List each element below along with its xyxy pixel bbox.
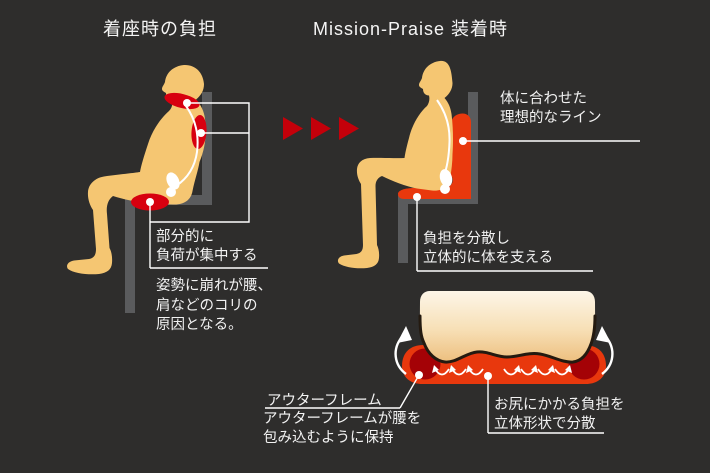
callout-load-dispersion: 負担を分散し 立体的に体を支える: [423, 230, 553, 268]
callout-load-dispersion-line2: 立体的に体を支える: [423, 250, 554, 266]
callout-load-concentration-line1: 部分的に: [156, 229, 214, 245]
callout-hip-load-line1: お尻にかかる負担を: [494, 397, 625, 413]
hip-cross-section: [419, 291, 596, 363]
callout-ideal-line: 体に合わせた 理想的なライン: [500, 90, 602, 128]
left-person-silhouette: [67, 64, 206, 275]
caption-posture-problem: 姿勢に崩れが腰、 肩などのコリの 原因となる。: [156, 277, 272, 336]
desc-outer-frame-line2: 包み込むように保持: [263, 430, 394, 446]
right-panel-title: Mission-Praise 装着時: [313, 19, 509, 39]
cushion-cross-section: [265, 291, 614, 434]
callout-load-concentration-line2: 負荷が集中する: [156, 248, 258, 264]
callout-hip-load: お尻にかかる負担を 立体形状で分散: [494, 396, 625, 434]
right-callout-lines: [416, 140, 640, 272]
caption-posture-line3: 原因となる。: [156, 317, 243, 333]
label-outer-frame: アウターフレーム: [267, 393, 382, 409]
caption-posture-line2: 肩などのコリの: [156, 297, 258, 314]
cushion-callout-lines: [265, 374, 604, 434]
left-panel-title: 着座時の負担: [103, 19, 217, 39]
caption-posture-line1: 姿勢に崩れが腰、: [156, 278, 272, 294]
frame-lift-arrowheads: [397, 326, 611, 343]
callout-ideal-line1: 体に合わせた: [500, 91, 587, 107]
right-callout-dots: [413, 137, 467, 201]
left-spine-line: [166, 105, 199, 197]
right-spine-line: [436, 99, 453, 194]
dispersion-arrowheads: [432, 365, 572, 373]
callout-load-dispersion-line1: 負担を分散し: [423, 231, 510, 247]
callout-ideal-line2: 理想的なライン: [500, 110, 602, 126]
hip-bottom-outline: [418, 314, 597, 364]
callout-hip-load-line2: 立体形状で分散: [494, 416, 596, 432]
callout-load-concentration: 部分的に 負荷が集中する: [156, 228, 258, 266]
desc-outer-frame: アウターフレームが腰を 包み込むように保持: [263, 410, 421, 448]
desc-outer-frame-line1: アウターフレームが腰を: [263, 411, 422, 427]
left-callout-lines: [149, 102, 268, 269]
transition-arrows-icon: [283, 117, 359, 140]
cushion-callout-dots: [415, 371, 492, 380]
right-chair: [398, 92, 478, 263]
left-callout-dots: [146, 99, 205, 206]
right-person-silhouette: [337, 60, 454, 269]
